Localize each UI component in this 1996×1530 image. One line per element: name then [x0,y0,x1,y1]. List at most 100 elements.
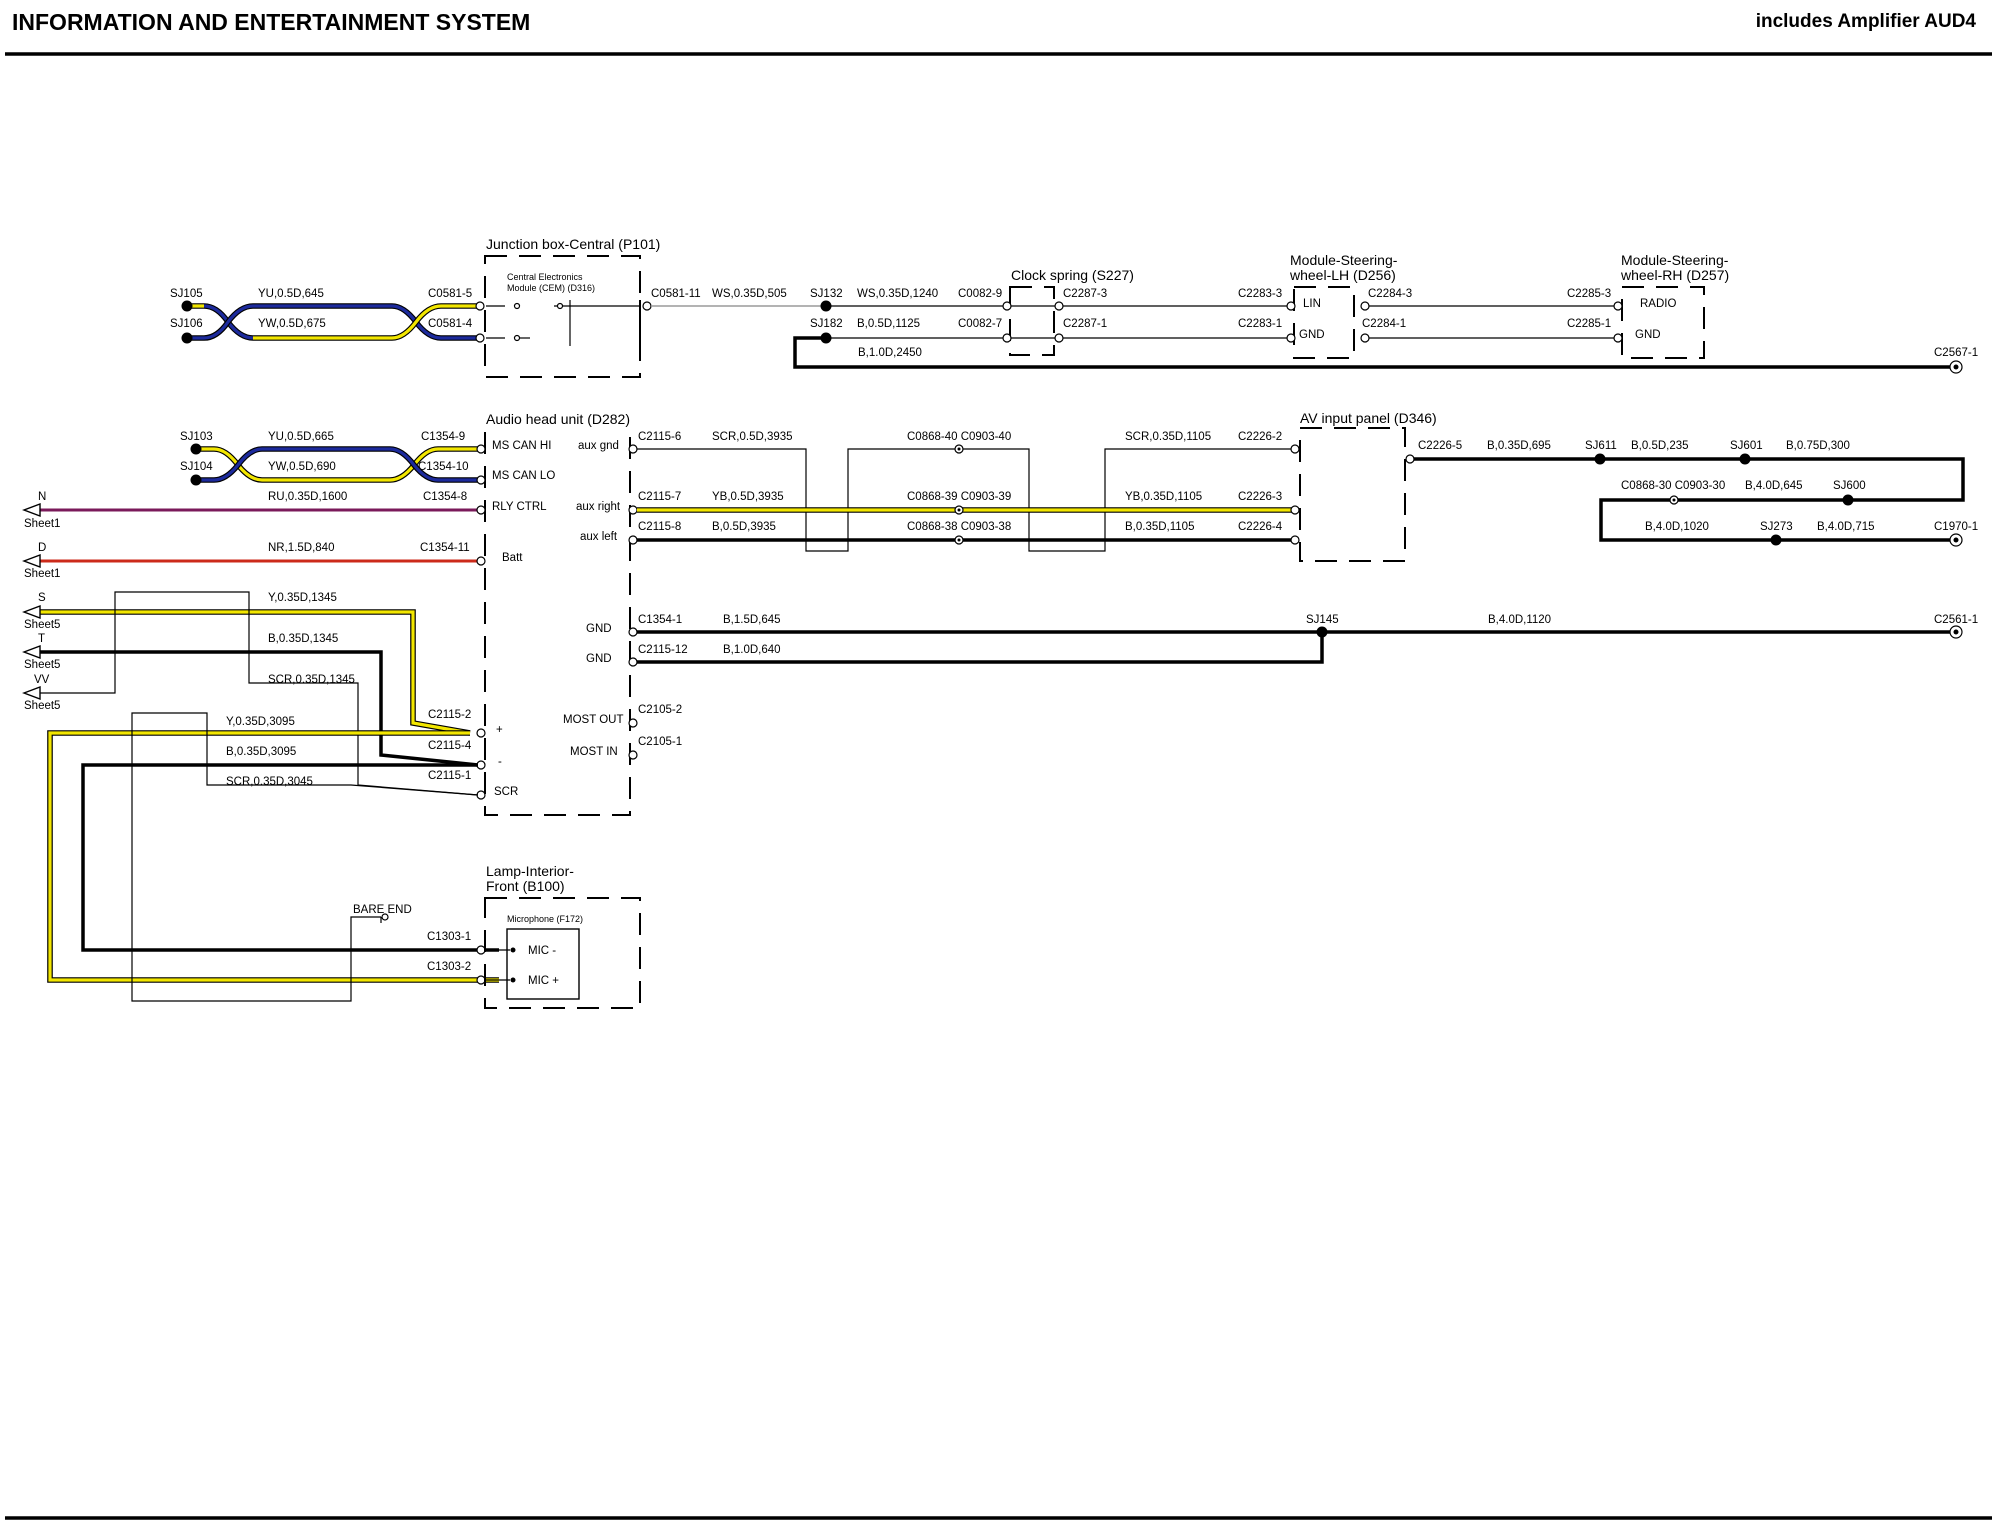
n-label: N [38,491,46,503]
c2105-1-label: C2105-1 [638,736,682,748]
swm-rh-line2-label: wheel-RH (D257) [1620,267,1729,283]
ms-can-hi-label: MS CAN HI [492,440,551,452]
aux-left-label: aux left [580,531,618,543]
gnd-label: GND [1299,329,1325,341]
b-645b-label: B,4.0D,645 [1745,480,1803,492]
sj132-label: SJ132 [810,288,843,300]
c2561-1-label: C2561-1 [1934,614,1978,626]
yu-645-label: YU,0.5D,645 [258,288,324,300]
rly-ctrl-label: RLY CTRL [492,501,547,513]
c2115-1-label: C2115-1 [428,770,471,782]
c2105-2-label: C2105-2 [638,704,682,716]
b-715-label: B,4.0D,715 [1817,521,1875,533]
mic-minus-label: MIC - [528,945,556,957]
sj182-label: SJ182 [810,318,843,330]
junction-box-label: Junction box-Central (P101) [486,236,660,252]
mic-plus-label: MIC + [528,975,559,987]
d-label: D [38,542,46,554]
sj611-label: SJ611 [1585,440,1617,452]
c2115-7-label: C2115-7 [638,491,681,503]
lamp-interior-front: Lamp-Interior- Front (B100) Microphone (… [484,863,641,1009]
aux-gnd-label: aux gnd [578,440,619,452]
c1354-11-label: C1354-11 [420,542,470,554]
b-300-label: B,0.75D,300 [1786,440,1850,452]
minus-label: - [498,756,502,768]
sheet5c-label: Sheet5 [24,700,60,712]
b-1345-label: B,0.35D,1345 [268,633,338,645]
b-695-label: B,0.35D,695 [1487,440,1551,452]
most-in-label: MOST IN [570,746,618,758]
yw-690-label: YW,0.5D,690 [268,461,336,473]
gnd-label: GND [1635,329,1661,341]
c2284-1-label: C2284-1 [1362,318,1406,330]
audio-head-unit: Audio head unit (D282) MS CAN HI MS CAN … [484,411,688,816]
splice-sj273 [1770,534,1782,546]
c2283-3-label: C2283-3 [1238,288,1282,300]
ru-1600-label: RU,0.35D,1600 [268,491,347,503]
c2226-2-label: C2226-2 [1238,431,1282,443]
yw-675-label: YW,0.5D,675 [258,318,326,330]
sj601-label: SJ601 [1730,440,1763,452]
sj105-label: SJ105 [170,288,203,300]
b-1125-label: B,0.5D,1125 [857,318,920,330]
sheet1a-label: Sheet1 [24,518,60,530]
splice-sj103 [190,443,202,455]
sj273-label: SJ273 [1760,521,1793,533]
aux-right-label: aux right [576,501,621,513]
scr-1105-label: SCR,0.35D,1105 [1125,431,1211,443]
c0581-5-label: C0581-5 [428,288,472,300]
swm-lh-line2-label: wheel-LH (D256) [1289,267,1396,283]
c0868-38-label: C0868-38 C0903-38 [907,521,1011,533]
cem-line2-label: Module (CEM) (D316) [507,283,595,293]
b-2450-label: B,1.0D,2450 [858,347,922,359]
offsheet-d-batt: D Sheet1 NR,1.5D,840 C1354-11 [22,542,486,580]
swm-rh-line1-label: Module-Steering- [1621,252,1729,268]
b-3095-label: B,0.35D,3095 [226,746,296,758]
b-640-label: B,1.0D,640 [723,644,781,656]
plus-label: + [496,724,503,736]
sj600-label: SJ600 [1833,480,1866,492]
c0868-40-label: C0868-40 C0903-40 [907,431,1011,443]
c2283-1-label: C2283-1 [1238,318,1282,330]
offsheet-n-rly: N Sheet1 RU,0.35D,1600 C1354-8 [22,491,486,530]
radio-label: RADIO [1640,298,1676,310]
y-3095-label: Y,0.35D,3095 [226,716,295,728]
sj103-label: SJ103 [180,431,213,443]
sheet1b-label: Sheet1 [24,568,60,580]
page-subtitle: includes Amplifier AUD4 [1756,11,1977,32]
microphone-label: Microphone (F172) [507,914,583,924]
ground-wire-sj182: SJ182 B,0.5D,1125 C0082-7 B,1.0D,2450 C2… [793,318,1978,374]
c0868-30-label: C0868-30 C0903-30 [1621,480,1725,492]
microphone-wires: Y,0.35D,3095 B,0.35D,3095 SCR,0.35D,3045… [47,712,499,1002]
most-out-label: MOST OUT [563,714,623,726]
c2115-6-label: C2115-6 [638,431,681,443]
junction-box-central: Junction box-Central (P101) Central Elec… [484,236,660,378]
av-panel-label: AV input panel (D346) [1300,410,1437,426]
c2284-3-label: C2284-3 [1368,288,1412,300]
main-ground: B,1.5D,645 B,1.0D,640 SJ145 B,4.0D,1120 … [637,614,1978,664]
c2226-4-label: C2226-4 [1238,521,1283,533]
scr-3045-label: SCR,0.35D,3045 [226,776,313,788]
splice-sj601 [1739,453,1751,465]
page-title: INFORMATION AND ENTERTAINMENT SYSTEM [12,9,530,35]
ws-505-label: WS,0.35D,505 [712,288,787,300]
sj104-label: SJ104 [180,461,213,473]
sj106-label: SJ106 [170,318,203,330]
splice-sj105 [181,300,193,312]
splice-sj104 [190,474,202,486]
yb-1105-label: YB,0.35D,1105 [1125,491,1202,503]
b-1120-label: B,4.0D,1120 [1488,614,1551,626]
t-label: T [38,633,45,645]
c2285-3-label: C2285-3 [1567,288,1611,300]
aux-wires: SCR,0.5D,3935 YB,0.5D,3935 B,0.5D,3935 C… [637,431,1300,552]
c1354-10-label: C1354-10 [418,461,469,473]
y-1345-label: Y,0.35D,1345 [268,592,337,604]
can-pair-audio: SJ103 SJ104 YU,0.5D,665 YW,0.5D,690 C135… [180,431,486,486]
module-steering-wheel-lh: Module-Steering- wheel-LH (D256) LIN GND… [1286,252,1614,359]
splice-sj132 [820,300,832,312]
c1303-1-label: C1303-1 [427,931,471,943]
c0581-4-label: C0581-4 [428,318,473,330]
splice-sj145 [1316,626,1328,638]
s-label: S [38,592,46,604]
